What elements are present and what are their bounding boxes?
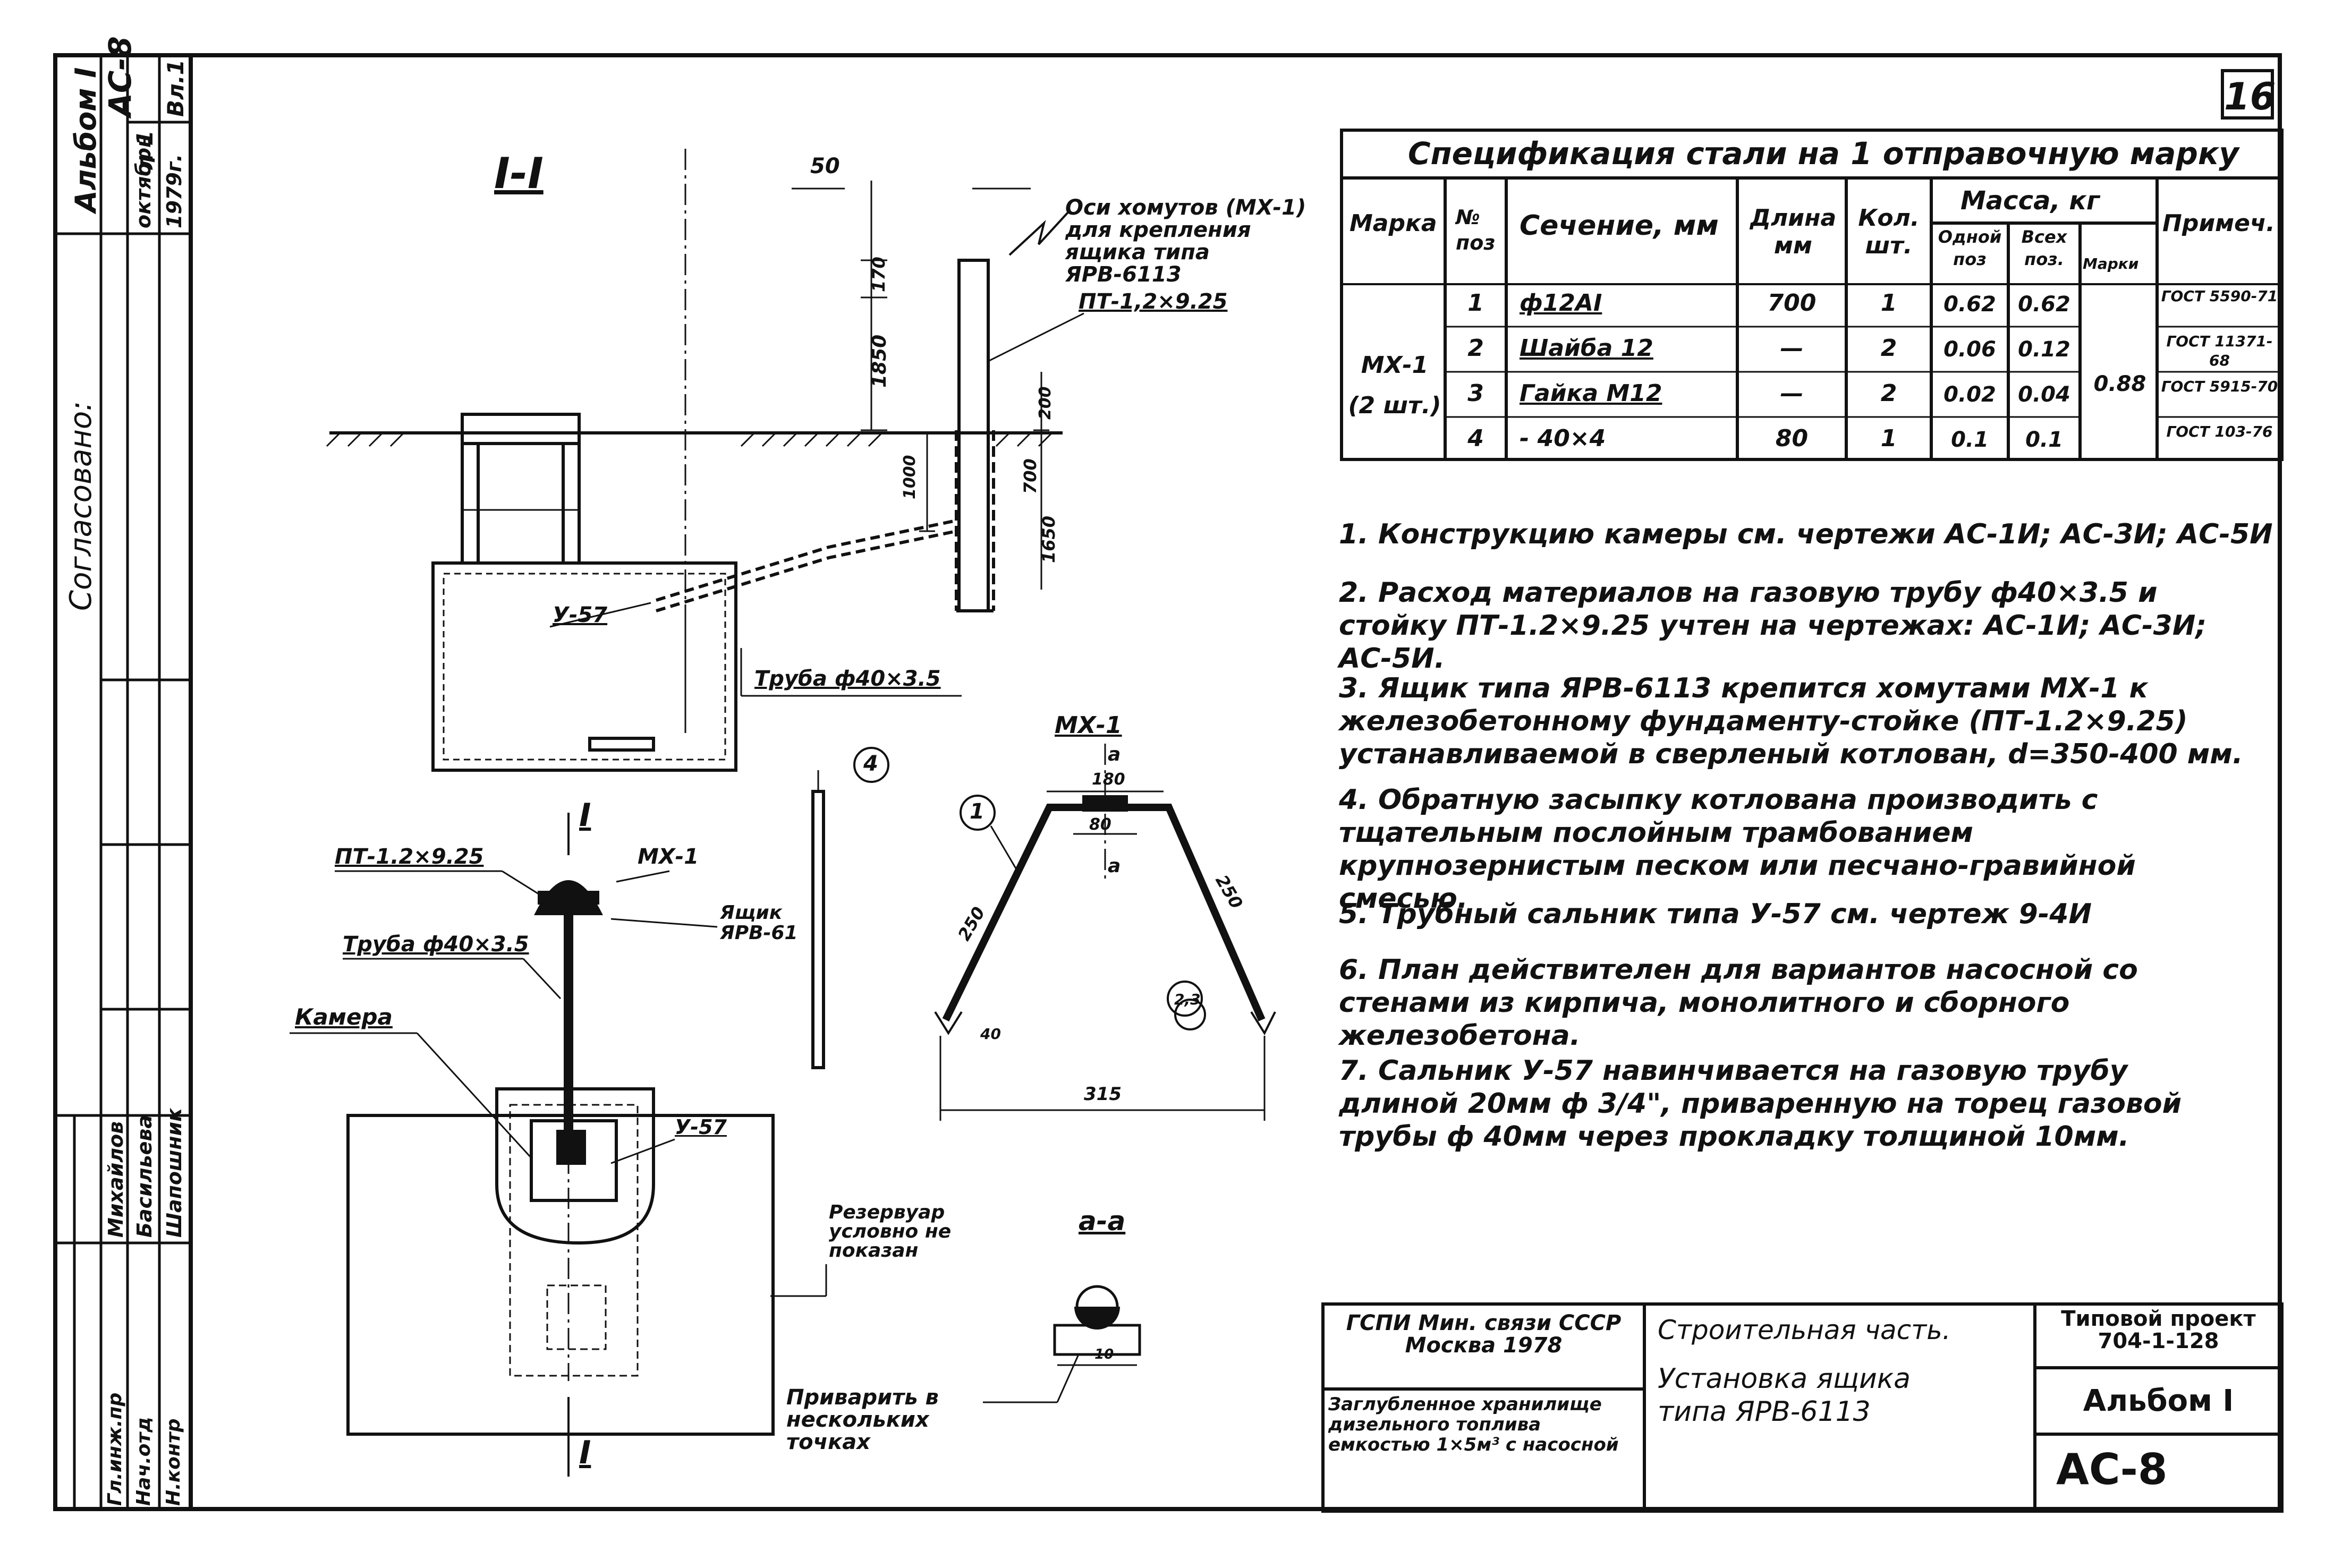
plan-section-mark-top: I bbox=[579, 797, 591, 834]
section-title: I-I bbox=[494, 149, 544, 198]
spec-row-3-length: — bbox=[1780, 380, 1804, 407]
spec-h-note: Примеч. bbox=[2162, 210, 2275, 237]
pipe-label: Труба ф40×3.5 bbox=[754, 667, 941, 691]
pos-23-marker: 2,3 bbox=[1174, 991, 1201, 1008]
sidebar bbox=[53, 53, 189, 1511]
drawing-frame bbox=[189, 53, 2282, 1511]
spec-mark: МХ-1 (2 шт.) bbox=[1348, 352, 1441, 419]
spec-row-3-qty: 2 bbox=[1880, 380, 1897, 407]
spec-row-3-all: 0.04 bbox=[2018, 382, 2070, 407]
tb-part: Строительная часть. bbox=[1658, 1315, 1951, 1345]
chamber-hatch-top bbox=[461, 413, 581, 445]
tb-org: ГСПИ Мин. связи СССР Москва 1978 bbox=[1346, 1311, 1622, 1358]
note-3: 3. Ящик типа ЯРВ-6113 крепится хомутами … bbox=[1339, 672, 2243, 770]
plan-u57-label: У-57 bbox=[675, 1115, 727, 1139]
u57-label: У-57 bbox=[553, 603, 608, 627]
spec-row-4-one: 0.1 bbox=[1951, 428, 1989, 452]
spec-h-mass: Масса, кг bbox=[1960, 186, 2100, 216]
spec-row-2-section: Шайба 12 bbox=[1520, 335, 1653, 362]
plan-section-mark-bottom: I bbox=[579, 1434, 591, 1471]
spec-row-4-all: 0.1 bbox=[2025, 428, 2063, 452]
plan-chamber bbox=[495, 1087, 655, 1245]
plan-slab bbox=[346, 1114, 775, 1436]
spec-h-one: Одной поз bbox=[1938, 227, 2002, 269]
spec-row-2-one: 0.06 bbox=[1943, 337, 1996, 362]
dim-50: 50 bbox=[810, 154, 840, 178]
spec-row-2-length: — bbox=[1780, 335, 1804, 362]
spec-row-1-one: 0.62 bbox=[1943, 292, 1996, 317]
spec-row-1-section: ф12АI bbox=[1520, 289, 1602, 317]
mx-dim-80: 80 bbox=[1089, 815, 1111, 834]
spec-row-3-note: ГОСТ 5915-70 bbox=[2161, 378, 2278, 395]
note-5: 5. Трубный сальник типа У-57 см. чертеж … bbox=[1339, 898, 2092, 930]
spec-row-1-note: ГОСТ 5590-71 bbox=[2161, 287, 2278, 305]
spec-row-4-note: ГОСТ 103-76 bbox=[2166, 423, 2273, 440]
spec-h-marks: Марки bbox=[2083, 255, 2139, 272]
callout-axes: Оси хомутов (МХ-1) для крепления ящика т… bbox=[1065, 195, 1306, 287]
mx-a-bottom: а bbox=[1108, 855, 1121, 877]
mx-dim-40: 40 bbox=[980, 1025, 1001, 1043]
spec-row-3-section: Гайка М12 bbox=[1520, 380, 1662, 407]
plan-pipe-label: Труба ф40×3.5 bbox=[343, 932, 529, 957]
spec-row-4-qty: 1 bbox=[1880, 425, 1897, 452]
mx-a-top: а bbox=[1108, 744, 1121, 765]
spec-row-3-pos: 3 bbox=[1467, 380, 1484, 407]
spec-h-qty: Кол. шт. bbox=[1858, 204, 1920, 259]
tb-object: Заглубленное хранилище дизельного топлив… bbox=[1328, 1394, 1619, 1455]
spec-h-section: Сечение, мм bbox=[1520, 210, 1719, 242]
note-6: 6. План действителен для вариантов насос… bbox=[1339, 954, 2138, 1052]
pos-1-marker: 1 bbox=[970, 799, 984, 824]
tb-name: Установка ящика типа ЯРВ-6113 bbox=[1658, 1363, 1911, 1428]
spec-row-4-length: 80 bbox=[1775, 425, 1809, 452]
spec-row-4-pos: 4 bbox=[1467, 425, 1484, 452]
pos-4-marker: 4 bbox=[863, 752, 878, 776]
spec-row-1-all: 0.62 bbox=[2018, 292, 2070, 317]
spec-row-1-pos: 1 bbox=[1467, 289, 1484, 317]
plan-chamber-label: Камера bbox=[295, 1004, 393, 1030]
spec-h-pos: № поз bbox=[1456, 206, 1496, 254]
tb-project: Типовой проект 704-1-128 bbox=[2061, 1307, 2256, 1353]
plan-tank-label: Резервуар условно не показан bbox=[829, 1201, 952, 1262]
plan-mx-label: МХ-1 bbox=[638, 845, 699, 869]
mx-dim-315: 315 bbox=[1084, 1084, 1122, 1105]
note-2: 2. Расход материалов на газовую трубу ф4… bbox=[1339, 577, 2207, 675]
chamber-outline bbox=[431, 561, 737, 772]
spec-title: Спецификация стали на 1 отправочную марк… bbox=[1408, 135, 2239, 172]
spec-row-2-all: 0.12 bbox=[2018, 337, 2070, 362]
spec-h-mark: Марка bbox=[1350, 210, 1437, 237]
mx-dim-180: 180 bbox=[1092, 770, 1125, 789]
weld-note: Приварить в нескольких точках bbox=[786, 1385, 939, 1454]
spec-row-1-length: 700 bbox=[1767, 289, 1817, 317]
section-aa-title: а-а bbox=[1079, 1206, 1126, 1237]
spec-row-2-pos: 2 bbox=[1467, 335, 1484, 362]
weld-dim: 10 bbox=[1094, 1347, 1114, 1362]
tb-code: АС-8 bbox=[2056, 1445, 2168, 1494]
pt-label: ПТ-1,2×9.25 bbox=[1079, 289, 1228, 314]
spec-row-4-section: - 40×4 bbox=[1520, 425, 1606, 452]
plan-pt-label: ПТ-1.2×9.25 bbox=[335, 845, 484, 869]
spec-row-3-one: 0.02 bbox=[1943, 382, 1996, 407]
spec-h-length: Длина мм bbox=[1750, 204, 1837, 259]
mx-title: МХ-1 bbox=[1055, 712, 1122, 739]
spec-row-2-qty: 2 bbox=[1880, 335, 1897, 362]
spec-mark-mass: 0.88 bbox=[2093, 372, 2146, 396]
note-1: 1. Конструкцию камеры см. чертежи АС-1И;… bbox=[1339, 518, 2273, 550]
note-4: 4. Обратную засыпку котлована производит… bbox=[1339, 784, 2136, 915]
spec-h-all: Всех поз. bbox=[2021, 227, 2067, 269]
spec-row-2-note: ГОСТ 11371-68 bbox=[2166, 333, 2273, 369]
tb-album: Альбом I bbox=[2083, 1384, 2234, 1418]
sheet-number: 16 bbox=[2221, 69, 2276, 120]
note-7: 7. Сальник У-57 навинчивается на газовую… bbox=[1339, 1055, 2182, 1153]
spec-row-1-qty: 1 bbox=[1880, 289, 1897, 317]
